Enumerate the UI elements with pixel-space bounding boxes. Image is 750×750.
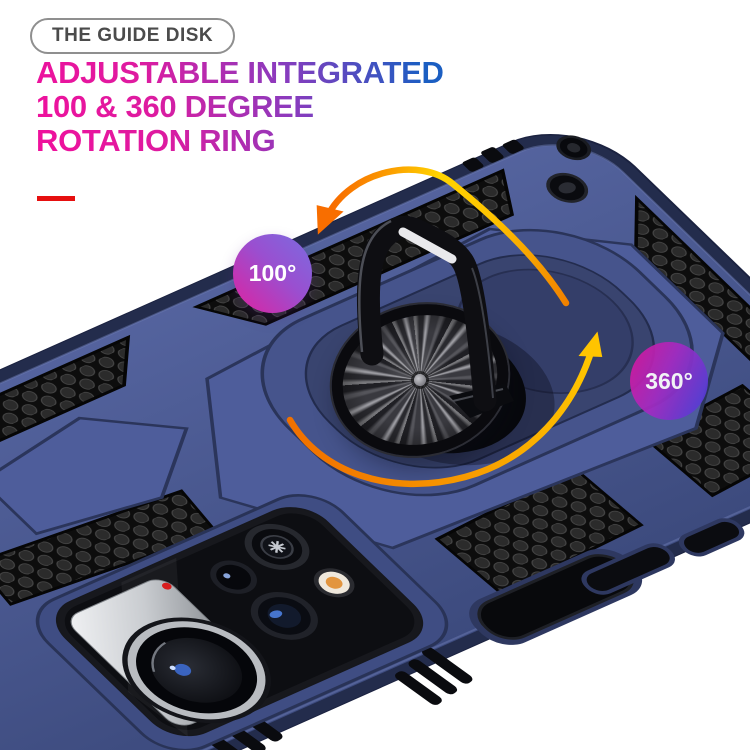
armor-texture-panel	[634, 194, 750, 381]
ring-top-insert	[398, 227, 457, 264]
ring-hoop-highlight	[471, 267, 494, 399]
camera-flash	[313, 568, 355, 598]
product-tagline-badge: THE GUIDE DISK	[30, 18, 236, 54]
armor-texture-panel	[0, 334, 131, 465]
headline-line: 100 & 360 DEGREE	[36, 89, 314, 125]
headline-line: ROTATION RING	[36, 123, 276, 159]
volume-button	[586, 547, 670, 591]
power-button	[684, 521, 740, 553]
rotation-angle-label: 360°	[645, 367, 693, 394]
main-camera-lens	[122, 617, 271, 724]
headline-underline	[37, 196, 75, 201]
corner-bumper-pin	[567, 143, 581, 153]
grip-stripes	[395, 647, 473, 705]
depth-camera-lens	[210, 560, 257, 594]
corner-bumper-pin	[558, 182, 576, 194]
corner-bumpers	[546, 135, 592, 203]
case-edge-highlight	[0, 144, 750, 750]
swing-angle-label: 100°	[248, 260, 297, 286]
plate-red-dot	[161, 582, 172, 590]
headline: ADJUSTABLE INTEGRATED 100 & 360 DEGREE R…	[36, 56, 444, 158]
secondary-camera-lens	[244, 523, 310, 570]
swing-angle-badge: 100°	[233, 234, 312, 313]
full-rotation-arrow-icon	[286, 331, 603, 487]
armor-accent-panel	[0, 416, 189, 536]
swing-rotation-arrow-icon	[316, 166, 570, 307]
product-tagline-label: THE GUIDE DISK	[52, 25, 214, 46]
macro-camera-lens	[250, 592, 318, 640]
camera-module: 108MP	[35, 494, 449, 750]
ring-hoop-highlight	[357, 219, 392, 353]
headline-line: ADJUSTABLE INTEGRATED	[36, 55, 444, 90]
armor-texture-panel	[642, 383, 750, 498]
ring-kickstand	[356, 215, 514, 418]
rotation-angle-badge: 360°	[630, 342, 708, 420]
top-edge-buttons	[462, 139, 524, 172]
ring-hoop	[356, 215, 497, 412]
